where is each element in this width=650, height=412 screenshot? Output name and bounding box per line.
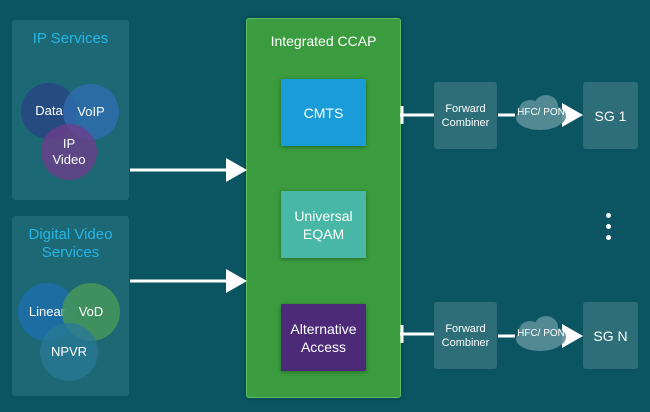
ellipsis-dot — [606, 224, 611, 229]
ip-video-circle: IP Video — [41, 124, 97, 180]
ellipsis-dot — [606, 235, 611, 240]
combiner-1-label: Forward Combiner — [441, 102, 490, 129]
sg-n-box: SG N — [583, 302, 638, 369]
eqam-block: Universal EQAM — [281, 191, 366, 258]
cmts-block: CMTS — [281, 79, 366, 146]
ip-services-title: IP Services — [32, 30, 109, 47]
data-label: Data — [35, 103, 63, 118]
alt-access-label: Alternative Access — [290, 320, 357, 355]
sg-1-box: SG 1 — [583, 82, 638, 149]
voip-label: VoIP — [77, 104, 105, 119]
video-services-title: Digital Video Services — [28, 226, 113, 261]
cloud-icon — [516, 95, 566, 130]
ip-video-label: IP Video — [52, 136, 86, 167]
sg-1-label: SG 1 — [594, 107, 627, 124]
ccap-title: Integrated CCAP — [270, 33, 377, 49]
video-services-panel: Digital Video Services Linear VoD NPVR — [12, 216, 129, 396]
npvr-circle: NPVR — [40, 323, 98, 381]
ellipsis-dot — [606, 213, 611, 218]
hfc-pon-label-2: HFC/ PON — [517, 328, 565, 339]
eqam-label: Universal EQAM — [294, 207, 353, 242]
forward-combiner-2: Forward Combiner — [434, 302, 497, 369]
sg-n-label: SG N — [593, 327, 628, 344]
forward-combiner-1: Forward Combiner — [434, 82, 497, 149]
ccap-container: Integrated CCAP CMTS Universal EQAM Alte… — [246, 18, 401, 398]
alt-access-block: Alternative Access — [281, 304, 366, 371]
cmts-label: CMTS — [303, 104, 344, 121]
combiner-2-label: Forward Combiner — [441, 322, 490, 349]
hfc-pon-label-1: HFC/ PON — [517, 107, 565, 118]
npvr-label: NPVR — [50, 344, 88, 359]
ip-services-panel: IP Services Data VoIP IP Video — [12, 20, 129, 200]
linear-label: Linear — [28, 304, 66, 319]
cloud-icon — [516, 316, 566, 351]
vod-label: VoD — [78, 304, 104, 319]
